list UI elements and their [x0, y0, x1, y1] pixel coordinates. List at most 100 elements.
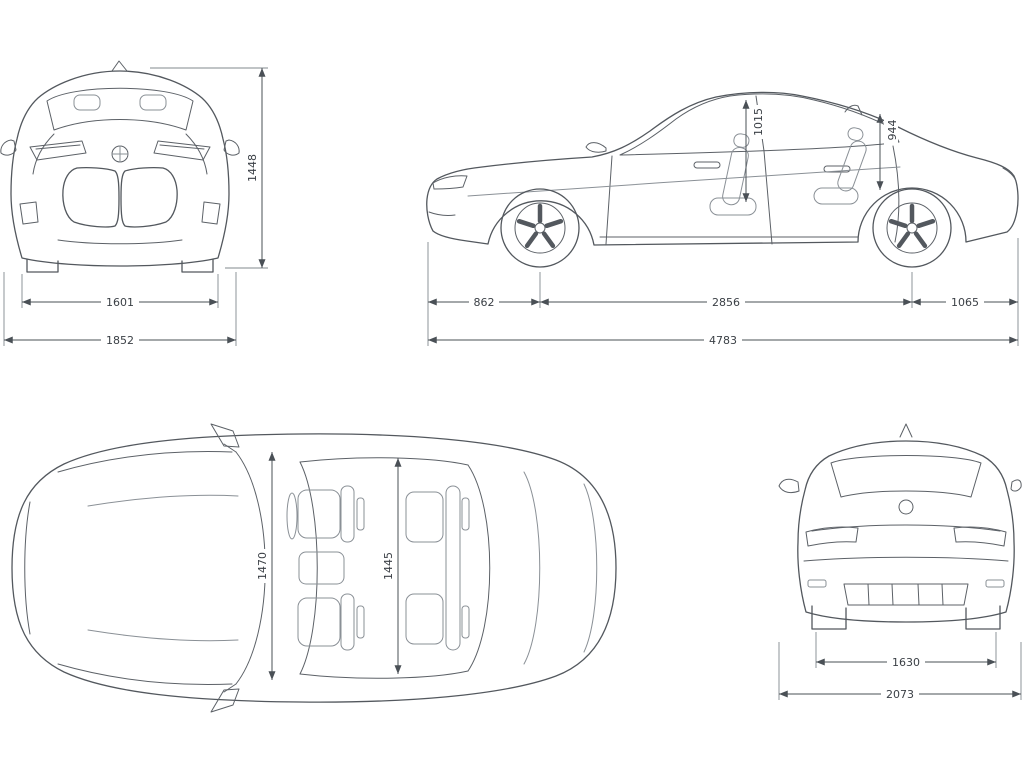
- top-hood-v-upper: [87, 494, 239, 507]
- front-windshield: [46, 87, 194, 131]
- side-rear-seat: [813, 127, 867, 205]
- rear-taillight-left: [805, 526, 859, 547]
- front-hood-crease-right: [185, 133, 208, 175]
- side-antenna-fin-icon: [844, 104, 863, 116]
- label-mask: [244, 150, 259, 186]
- side-bumper-line: [428, 211, 456, 216]
- side-body-outline: [426, 91, 1019, 246]
- side-door-handle-front: [693, 161, 721, 169]
- side-rear-overhang-label: 1065: [946, 294, 984, 310]
- front-hood-crease-left: [32, 133, 55, 175]
- top-interior-width-rear-label: 1445: [380, 549, 395, 583]
- top-view: 1470 1445: [11, 423, 617, 713]
- top-interior: [286, 485, 470, 651]
- side-wheelbase-label: 2856: [707, 294, 745, 310]
- front-height-value: 1448: [246, 154, 259, 182]
- side-length-label: 4783: [704, 332, 742, 348]
- rear-window: [830, 455, 982, 498]
- top-interior-width-front-label: 1470: [254, 549, 269, 583]
- side-interior-height-front-label: 1015: [750, 105, 765, 139]
- side-interior-height-rear-value: 944: [886, 120, 899, 141]
- side-interior-height-front-value: 1015: [752, 108, 765, 136]
- front-height-dimension-label: 1448: [244, 150, 259, 186]
- side-length-value: 4783: [709, 334, 737, 347]
- top-mirror-lower: [210, 688, 240, 713]
- side-mirror: [585, 142, 607, 153]
- top-interior-width-front-value: 1470: [256, 552, 269, 580]
- rear-width-value: 2073: [886, 688, 914, 701]
- label-mask: [946, 294, 984, 310]
- top-tail-edge: [583, 483, 598, 653]
- label-mask: [380, 549, 394, 583]
- top-steering-wheel: [286, 492, 298, 540]
- rear-reflector-left: [807, 579, 827, 588]
- side-door-handle-rear: [823, 165, 851, 173]
- front-body-outline: [10, 70, 230, 267]
- side-interior-height-rear-label: 944: [884, 115, 899, 145]
- top-body-outline: [11, 433, 617, 703]
- label-mask: [101, 294, 139, 310]
- front-headlight-left: [29, 140, 87, 161]
- label-mask: [884, 115, 898, 145]
- top-a-pillar-upper: [223, 443, 237, 453]
- top-trunk-crease: [523, 471, 541, 665]
- rear-reflector-right: [985, 579, 1005, 588]
- rear-mirror-left: [778, 478, 800, 494]
- side-wheelbase-value: 2856: [712, 296, 740, 309]
- top-roof-front-edge: [299, 461, 318, 675]
- side-rear-wheel: [873, 189, 951, 267]
- side-character-line: [467, 166, 901, 197]
- rear-bumper-line: [803, 556, 1009, 562]
- side-taillight: [1002, 167, 1017, 182]
- rear-view: 1630 2073: [778, 423, 1022, 702]
- rear-tire-left: [811, 605, 847, 630]
- front-track-dimension-label: 1601: [101, 294, 139, 310]
- top-interior-width-rear-value: 1445: [382, 552, 395, 580]
- label-mask: [881, 686, 919, 702]
- top-rear-window: [467, 464, 491, 672]
- front-intake-right: [201, 201, 221, 225]
- side-view: 1015 944 862 2856 1065 4783: [426, 91, 1019, 348]
- top-hood-crease-upper: [57, 451, 233, 473]
- side-front-overhang-label: 862: [469, 294, 499, 310]
- front-view: 1448 1601 1852: [0, 60, 268, 348]
- side-front-overhang-value: 862: [474, 296, 495, 309]
- rear-track-value: 1630: [892, 656, 920, 669]
- rear-width-dimension-label: 2073: [881, 686, 919, 702]
- front-grille-right-kidney: [120, 166, 178, 228]
- rear-taillight-right: [953, 526, 1007, 547]
- label-mask: [887, 654, 925, 670]
- front-lower-lip: [57, 239, 183, 245]
- rear-track-dimension-label: 1630: [887, 654, 925, 670]
- top-roof-edge-upper: [299, 457, 469, 466]
- brand-roundel-cross: [111, 145, 129, 163]
- front-intake-left: [19, 201, 39, 225]
- top-hood-v-lower: [87, 629, 239, 642]
- side-rear-overhang-value: 1065: [951, 296, 979, 309]
- label-mask: [469, 294, 499, 310]
- side-front-seat: [709, 133, 757, 216]
- side-rear-quarter-line: [892, 145, 900, 243]
- rear-trunk-line: [811, 524, 1001, 532]
- side-window-outline: [619, 93, 900, 156]
- label-mask: [750, 105, 764, 139]
- rear-body-outline: [797, 440, 1015, 623]
- front-mirror-left: [0, 139, 17, 156]
- front-tire-right: [181, 258, 214, 273]
- top-a-pillar-lower: [223, 683, 237, 693]
- front-track-value: 1601: [106, 296, 134, 309]
- side-headlight: [432, 175, 468, 190]
- top-front-fascia: [24, 501, 31, 635]
- front-headrest-left: [73, 94, 101, 111]
- top-roof-edge-lower: [299, 670, 469, 679]
- front-width-dimension-label: 1852: [101, 332, 139, 348]
- front-tire-left: [26, 258, 59, 273]
- top-mirror-upper: [210, 423, 240, 448]
- rear-diffuser: [843, 583, 969, 606]
- front-grille-left-kidney: [62, 166, 120, 228]
- front-headrest-right: [139, 94, 167, 111]
- label-mask: [707, 294, 745, 310]
- front-antenna-fin-icon: [111, 60, 128, 72]
